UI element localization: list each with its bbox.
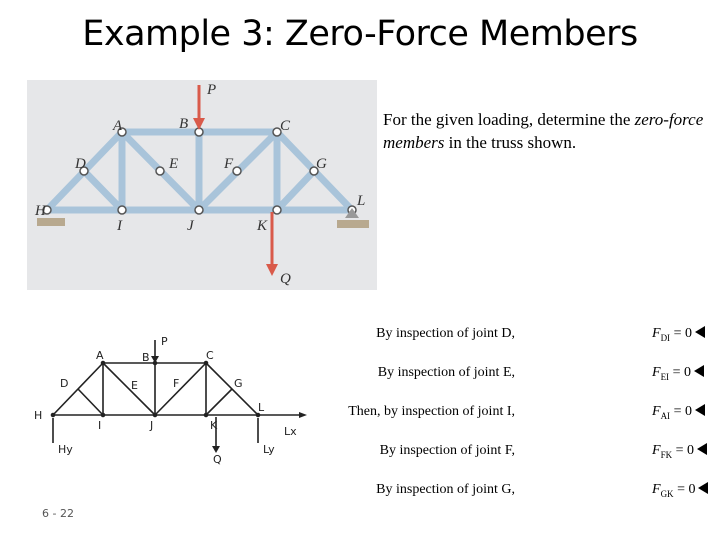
svg-text:B: B <box>142 351 150 364</box>
svg-text:C: C <box>206 349 214 362</box>
step-joint-d: By inspection of joint D, <box>376 326 515 341</box>
svg-text:L: L <box>258 401 265 414</box>
svg-text:H: H <box>34 409 42 422</box>
problem-statement: For the given loading, determine the zer… <box>383 110 704 152</box>
load-p-label: P <box>206 82 216 98</box>
svg-text:E: E <box>131 379 138 392</box>
step-joint-i: Then, by inspection of joint I, <box>348 404 515 419</box>
svg-text:J: J <box>149 419 153 432</box>
truss-figure: P Q A B C D E F G H I J K L <box>27 80 377 290</box>
triangle-marker-icon <box>694 404 705 416</box>
svg-text:H: H <box>34 203 47 219</box>
svg-text:E: E <box>168 156 178 172</box>
svg-text:G: G <box>316 156 327 172</box>
triangle-marker-icon <box>698 482 709 494</box>
svg-text:A: A <box>112 118 123 134</box>
page-number: 6 - 22 <box>42 507 74 520</box>
svg-text:I: I <box>116 218 123 234</box>
svg-text:L: L <box>356 193 365 209</box>
step-joint-e: By inspection of joint E, <box>377 365 515 380</box>
svg-text:D: D <box>60 377 68 390</box>
triangle-marker-icon <box>694 326 705 338</box>
svg-text:Hy: Hy <box>58 443 73 456</box>
result-fdi: FDI = 0 <box>652 326 716 343</box>
result-ffk: FFK = 0 <box>652 443 716 460</box>
svg-text:Lx: Lx <box>284 425 297 438</box>
result-fei: FEI = 0 <box>652 365 716 382</box>
step-joint-f: By inspection of joint F, <box>379 443 515 458</box>
svg-text:F: F <box>223 156 234 172</box>
emphasis-text: zero-force members <box>383 110 704 152</box>
load-q-label: Q <box>280 271 291 287</box>
svg-text:G: G <box>234 377 243 390</box>
step-joint-g: By inspection of joint G, <box>376 482 515 497</box>
svg-text:Q: Q <box>213 453 222 466</box>
svg-text:I: I <box>98 419 101 432</box>
svg-text:K: K <box>210 419 218 432</box>
svg-text:P: P <box>161 335 168 348</box>
result-fgk: FGK = 0 <box>652 482 716 499</box>
triangle-marker-icon <box>696 443 707 455</box>
svg-text:K: K <box>256 218 268 234</box>
svg-text:Ly: Ly <box>263 443 275 456</box>
result-fai: FAI = 0 <box>652 404 716 421</box>
svg-text:C: C <box>280 118 291 134</box>
svg-text:A: A <box>96 349 104 362</box>
triangle-marker-icon <box>693 365 704 377</box>
free-body-sketch: A B C D E F G H I J K L P Q Hy Ly Lx <box>34 335 307 466</box>
svg-text:B: B <box>179 116 188 132</box>
svg-text:D: D <box>74 156 86 172</box>
svg-text:J: J <box>187 218 195 234</box>
svg-text:F: F <box>173 377 179 390</box>
slide-title: Example 3: Zero-Force Members <box>82 14 638 54</box>
